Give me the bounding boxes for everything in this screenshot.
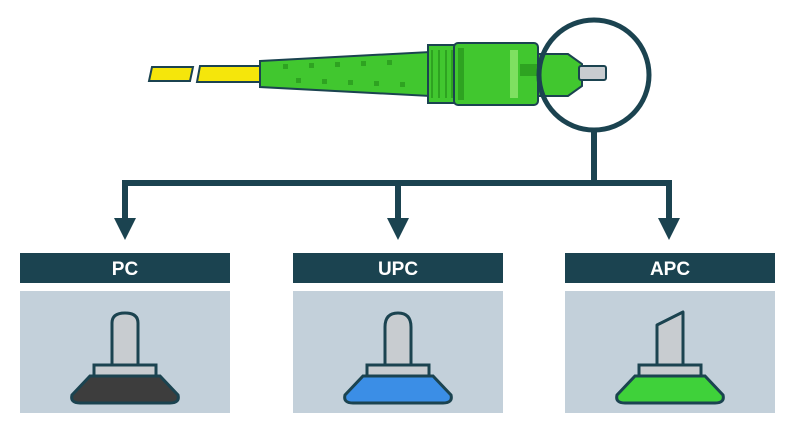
connector-collar <box>427 44 457 104</box>
apc-endface-icon <box>615 310 725 405</box>
panel-apc-header <box>565 253 775 283</box>
connector-boot <box>259 50 431 98</box>
pc-endface-icon <box>70 311 180 405</box>
panel-apc: APC <box>565 253 775 413</box>
panel-upc-header <box>293 253 503 283</box>
panel-apc-label: APC <box>650 259 690 280</box>
panel-pc-header <box>20 253 230 283</box>
panel-upc-label: UPC <box>378 259 418 280</box>
arrow-apc <box>658 218 680 240</box>
arrow-pc <box>114 218 136 240</box>
cable-segment-left <box>147 66 195 82</box>
arrow-upc <box>387 218 409 240</box>
panel-upc: UPC <box>293 253 503 413</box>
fiber-cable <box>147 65 263 83</box>
panel-pc-label: PC <box>112 259 139 280</box>
panel-pc: PC <box>20 253 230 413</box>
upc-endface-icon <box>343 311 453 405</box>
branch-connectors <box>122 130 672 222</box>
connector-housing <box>453 42 544 106</box>
cable-segment-right <box>195 65 263 83</box>
connector-tip <box>537 53 607 97</box>
